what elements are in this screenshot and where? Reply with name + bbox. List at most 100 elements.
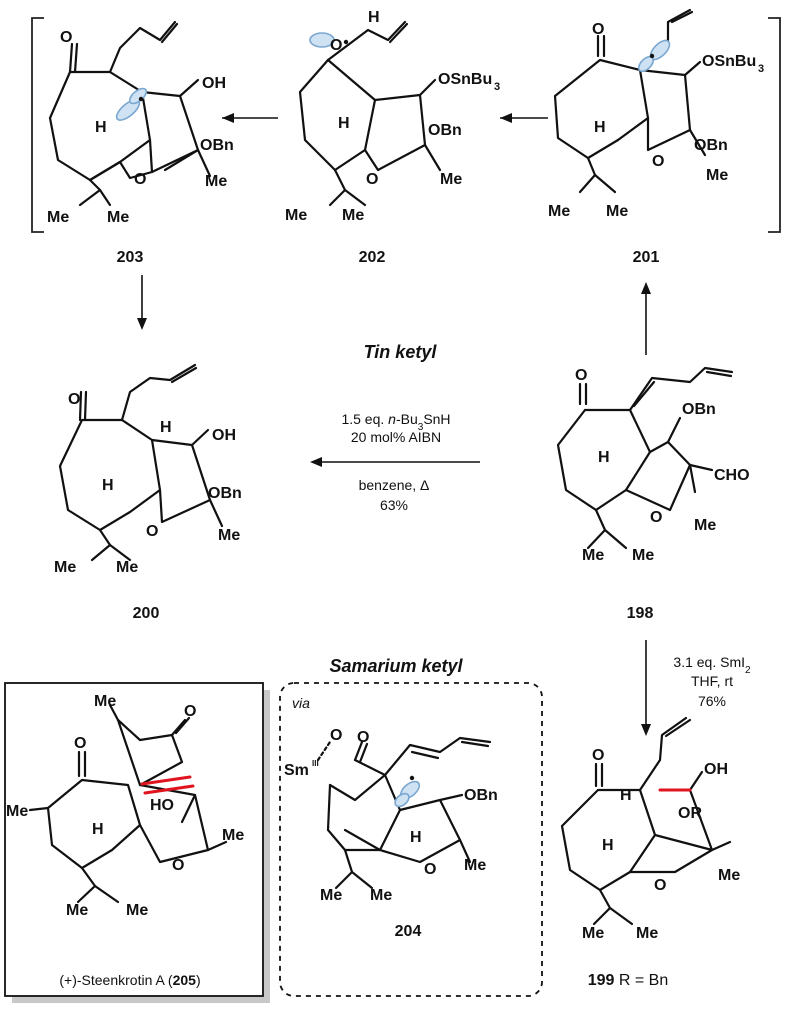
compound-203: O OH H OBn O Me Me Me (47, 20, 234, 226)
svg-text:O: O (74, 735, 86, 752)
svg-text:O: O (68, 391, 80, 408)
svg-text:O: O (134, 171, 146, 188)
tin-conditions-yield: 63% (380, 497, 408, 513)
svg-text:O: O (184, 703, 196, 720)
svg-text:Me: Me (126, 902, 148, 919)
svg-text:Me: Me (718, 867, 740, 884)
tin-conditions-line3: benzene, Δ (359, 477, 430, 493)
svg-text:OBn: OBn (682, 401, 716, 418)
compound-201: O OSnBu 3 H OBn O Me Me Me (548, 8, 764, 220)
svg-text:Me: Me (47, 209, 69, 226)
label-203: 203 (117, 249, 144, 266)
svg-text:O: O (357, 729, 369, 746)
svg-text:O: O (654, 877, 666, 894)
svg-text:O: O (172, 857, 184, 874)
svg-text:Me: Me (205, 173, 227, 190)
compound-202: O H OSnBu 3 H OBn O Me Me Me (285, 9, 500, 224)
svg-text:Me: Me (606, 203, 628, 220)
svg-text:Me: Me (694, 517, 716, 534)
via-label: via (292, 695, 310, 711)
svg-text:O: O (424, 861, 436, 878)
label-204: 204 (395, 923, 422, 940)
svg-text:3: 3 (494, 81, 500, 93)
box-204 (279, 682, 543, 997)
svg-text:OH: OH (704, 761, 728, 778)
svg-text:O: O (330, 727, 342, 744)
svg-text:III: III (312, 759, 319, 768)
svg-text:Me: Me (116, 559, 138, 576)
svg-text:H: H (102, 477, 114, 494)
svg-text:Me: Me (218, 527, 240, 544)
svg-text:O: O (330, 37, 342, 54)
right-bracket (768, 17, 781, 233)
label-199: 199 R = Bn (588, 972, 669, 989)
svg-text:O: O (575, 367, 587, 384)
label-198: 198 (627, 605, 654, 622)
svg-text:H: H (594, 119, 606, 136)
svg-text:O: O (60, 29, 72, 46)
svg-text:Me: Me (464, 857, 486, 874)
svg-text:O: O (592, 747, 604, 764)
svg-text:H: H (602, 837, 614, 854)
svg-text:OH: OH (212, 427, 236, 444)
sm-conditions-yield: 76% (698, 693, 726, 709)
svg-text:Me: Me (370, 887, 392, 904)
svg-text:H: H (410, 829, 422, 846)
svg-text:Me: Me (706, 167, 728, 184)
svg-text:Me: Me (632, 547, 654, 564)
svg-text:OSnBu: OSnBu (702, 53, 756, 70)
svg-text:3: 3 (758, 63, 764, 75)
svg-text:O: O (146, 523, 158, 540)
label-205: (+)-Steenkrotin A (205) (59, 972, 200, 988)
svg-text:Me: Me (582, 925, 604, 942)
compound-200: O H OH H OBn O Me Me Me (54, 363, 242, 576)
svg-text:OSnBu: OSnBu (438, 71, 492, 88)
svg-text:O: O (652, 153, 664, 170)
svg-text:H: H (598, 449, 610, 466)
svg-text:O: O (592, 21, 604, 38)
svg-text:Me: Me (342, 207, 364, 224)
compound-199: O H OH OR H O Me Me Me (560, 716, 740, 942)
svg-text:H: H (92, 821, 104, 838)
svg-text:O: O (650, 509, 662, 526)
left-bracket (31, 17, 44, 233)
heading-samarium-ketyl: Samarium ketyl (329, 656, 463, 676)
svg-text:Me: Me (6, 803, 28, 820)
compound-204: O O Sm III OBn H O Me Me Me (284, 727, 498, 904)
compound-198: O OBn H CHO O Me Me Me (556, 366, 750, 564)
svg-text:Me: Me (54, 559, 76, 576)
svg-text:OBn: OBn (464, 787, 498, 804)
svg-text:Me: Me (107, 209, 129, 226)
label-200: 200 (133, 605, 160, 622)
svg-text:O: O (366, 171, 378, 188)
label-201: 201 (633, 249, 660, 266)
svg-text:OBn: OBn (200, 137, 234, 154)
svg-text:CHO: CHO (714, 467, 750, 484)
svg-text:Me: Me (440, 171, 462, 188)
label-202: 202 (359, 249, 386, 266)
svg-text:Sm: Sm (284, 762, 309, 779)
svg-text:HO: HO (150, 797, 174, 814)
sm-conditions-line1: 3.1 eq. SmI2 (673, 654, 751, 676)
svg-text:OR: OR (678, 805, 702, 822)
tin-conditions-line2: 20 mol% AIBN (351, 429, 441, 445)
svg-text:OH: OH (202, 75, 226, 92)
svg-text:H: H (368, 9, 380, 26)
svg-text:H: H (620, 787, 632, 804)
svg-text:Me: Me (582, 547, 604, 564)
heading-tin-ketyl: Tin ketyl (364, 342, 438, 362)
svg-text:Me: Me (285, 207, 307, 224)
svg-text:Me: Me (94, 693, 116, 710)
svg-text:Me: Me (548, 203, 570, 220)
svg-text:OBn: OBn (694, 137, 728, 154)
svg-text:H: H (338, 115, 350, 132)
svg-text:Me: Me (636, 925, 658, 942)
svg-text:OBn: OBn (208, 485, 242, 502)
tin-conditions-line1: 1.5 eq. n-Bu3SnH (341, 411, 450, 433)
sm-conditions-line2: THF, rt (691, 673, 733, 689)
svg-text:Me: Me (66, 902, 88, 919)
svg-text:H: H (160, 419, 172, 436)
compound-205: Me O O Me HO H O Me Me Me (6, 693, 244, 919)
svg-text:OBn: OBn (428, 122, 462, 139)
